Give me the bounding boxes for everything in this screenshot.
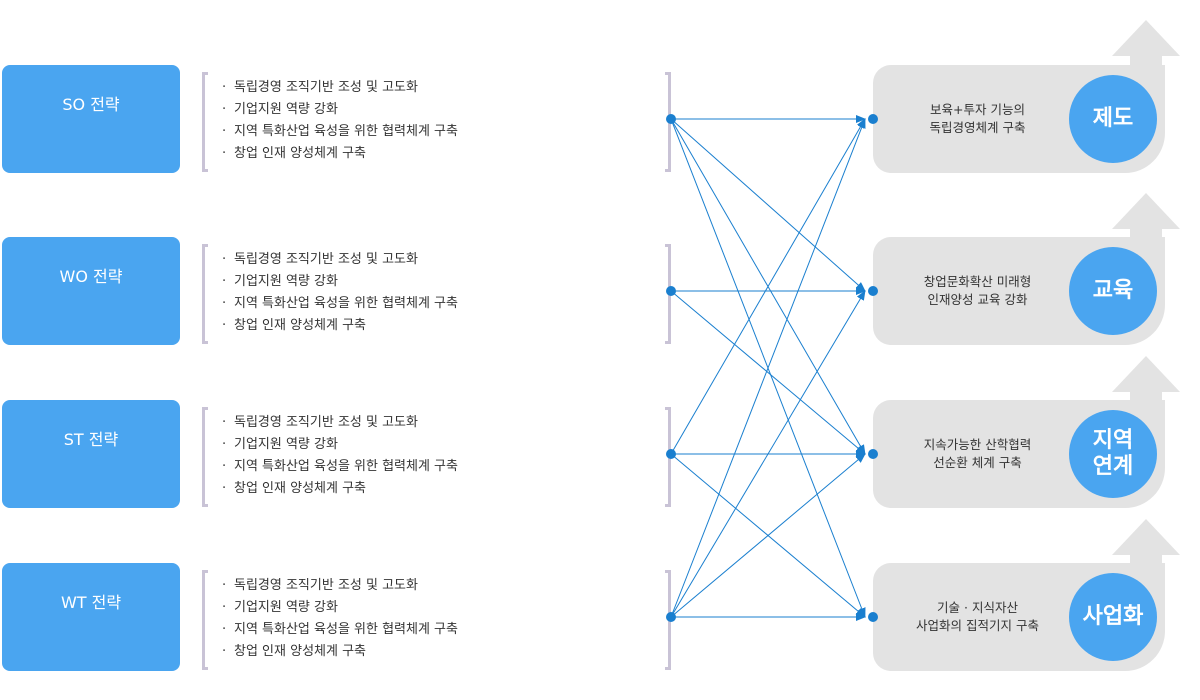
up-arrow-icon (1112, 519, 1180, 579)
list-item: 지역 특화산업 육성을 위한 협력체계 구축 (222, 293, 458, 315)
list-item: 창업 인재 양성체계 구축 (222, 315, 458, 337)
list-item: 창업 인재 양성체계 구축 (222, 641, 458, 663)
list-item: 기업지원 역량 강화 (222, 271, 458, 293)
strategy-box-wt: WT 전략 (2, 563, 180, 671)
left-bracket (202, 570, 208, 670)
strategy-label: SO 전략 (62, 95, 120, 114)
up-arrow-icon (1112, 20, 1180, 80)
goal-circle-gyoyuk: 교육 (1069, 247, 1157, 335)
strategy-items-st: 독립경영 조직기반 조성 및 고도화 기업지원 역량 강화 지역 특화산업 육성… (222, 412, 458, 500)
list-item: 창업 인재 양성체계 구축 (222, 478, 458, 500)
connector-arrow (670, 290, 866, 455)
connector-dot (666, 114, 676, 124)
left-bracket (202, 72, 208, 172)
list-item: 독립경영 조직기반 조성 및 고도화 (222, 412, 458, 434)
strategy-items-wt: 독립경영 조직기반 조성 및 고도화 기업지원 역량 강화 지역 특화산업 육성… (222, 575, 458, 663)
connector-arrow (670, 290, 866, 618)
strategy-label: WO 전략 (59, 267, 123, 286)
list-item: 독립경영 조직기반 조성 및 고도화 (222, 77, 458, 99)
connector-dot (666, 286, 676, 296)
connector-dot (868, 114, 878, 124)
strategy-items-so: 독립경영 조직기반 조성 및 고도화 기업지원 역량 강화 지역 특화산업 육성… (222, 77, 458, 165)
up-arrow-icon (1112, 356, 1180, 416)
list-item: 독립경영 조직기반 조성 및 고도화 (222, 249, 458, 271)
connector-arrow (670, 118, 866, 292)
left-bracket (202, 244, 208, 344)
goal-circle-jedo: 제도 (1069, 75, 1157, 163)
connector-dot (868, 612, 878, 622)
list-item: 독립경영 조직기반 조성 및 고도화 (222, 575, 458, 597)
list-item: 기업지원 역량 강화 (222, 597, 458, 619)
connector-dot (666, 449, 676, 459)
list-item: 기업지원 역량 강화 (222, 434, 458, 456)
strategy-box-wo: WO 전략 (2, 237, 180, 345)
strategy-box-st: ST 전략 (2, 400, 180, 508)
left-bracket (202, 407, 208, 507)
strategy-items-wo: 독립경영 조직기반 조성 및 고도화 기업지원 역량 강화 지역 특화산업 육성… (222, 249, 458, 337)
connector-arrow (670, 118, 866, 618)
strategy-box-so: SO 전략 (2, 65, 180, 173)
list-item: 지역 특화산업 육성을 위한 협력체계 구축 (222, 121, 458, 143)
strategy-label: ST 전략 (63, 430, 119, 449)
connector-dot (868, 449, 878, 459)
list-item: 기업지원 역량 강화 (222, 99, 458, 121)
connector-dot (666, 612, 676, 622)
connector-arrow (670, 118, 866, 455)
connector-dot (868, 286, 878, 296)
list-item: 창업 인재 양성체계 구축 (222, 143, 458, 165)
connector-arrow (670, 453, 866, 618)
list-item: 지역 특화산업 육성을 위한 협력체계 구축 (222, 619, 458, 641)
goal-circle-saeophwa: 사업화 (1069, 573, 1157, 661)
strategy-label: WT 전략 (60, 593, 122, 612)
list-item: 지역 특화산업 육성을 위한 협력체계 구축 (222, 456, 458, 478)
up-arrow-icon (1112, 193, 1180, 253)
